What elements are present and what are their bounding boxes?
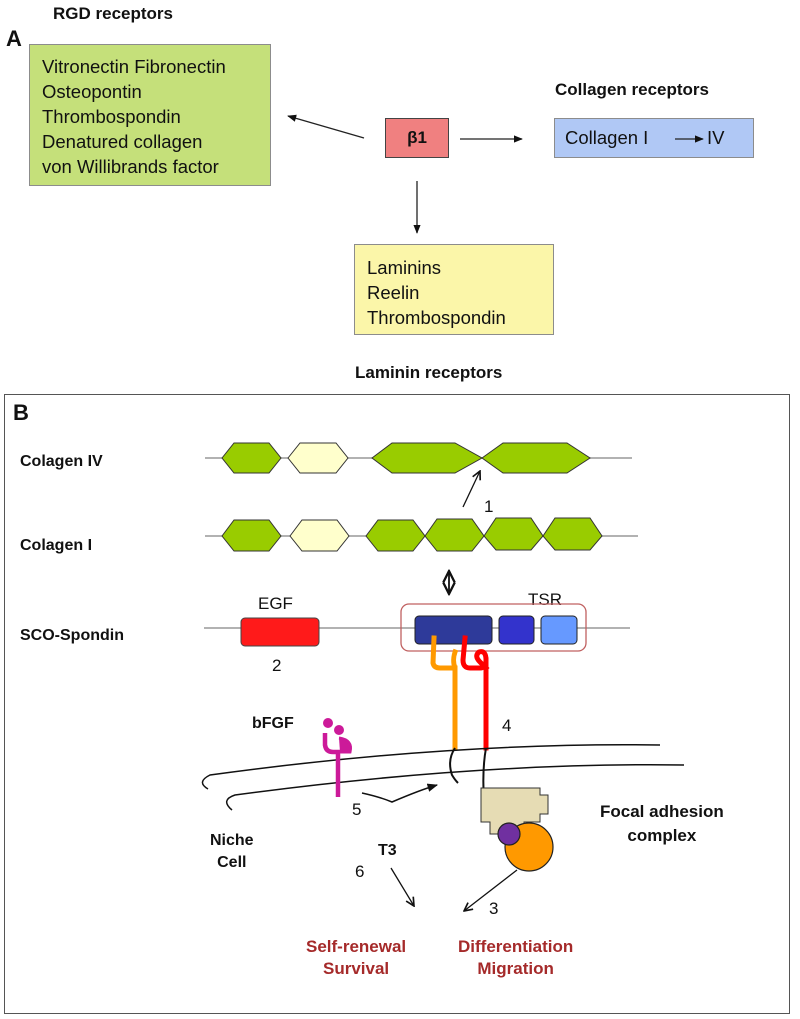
laminin-item: Thrombospondin xyxy=(367,307,506,328)
focal-line: Focal adhesion xyxy=(600,802,724,821)
tsr-domain-dark xyxy=(414,615,493,645)
survival-text: Survival xyxy=(323,959,390,978)
integrin-orange xyxy=(430,635,459,751)
laminin-item: Laminins xyxy=(367,257,442,278)
rgd-item: von Willibrands factor xyxy=(42,156,219,177)
outcome-differentiation: Differentiation Migration xyxy=(458,936,573,980)
egf-label: EGF xyxy=(258,594,293,613)
step-3-arrow xyxy=(464,869,518,911)
panel-a-letter: A xyxy=(6,26,22,51)
collagen-from: Collagen I xyxy=(565,127,649,148)
membrane-outer xyxy=(201,744,661,790)
tsr-domain-light xyxy=(540,615,578,645)
hexagon-domain xyxy=(287,442,349,474)
row-label-sco-spondin: SCO-Spondin xyxy=(20,627,124,644)
hexagon-domain xyxy=(371,442,484,474)
laminin-item: Reelin xyxy=(367,282,420,303)
bfgf-label: bFGF xyxy=(252,715,294,732)
focal-adhesion-plaque xyxy=(480,787,549,835)
fgfr-arm xyxy=(322,733,340,755)
hexagon-domain xyxy=(221,519,282,552)
hexagon-domain xyxy=(289,519,350,552)
focal-adhesion-adaptor xyxy=(497,822,521,846)
niche-line: Niche xyxy=(210,832,254,849)
collagen-to: IV xyxy=(707,127,725,148)
tsr-region-outline xyxy=(400,603,587,652)
rgd-item: Denatured collagen xyxy=(42,131,203,152)
focal-adhesion-label: Focal adhesion complex xyxy=(600,800,724,848)
step-6-arrow xyxy=(390,867,414,906)
complex-line: complex xyxy=(627,826,697,845)
rgd-item: Vitronectin Fibronectin xyxy=(42,56,226,77)
fgf-receptor xyxy=(322,718,352,797)
bfgf-ligand xyxy=(323,718,333,728)
row-label-colagen-i: Colagen I xyxy=(20,537,93,554)
hexagon-domain xyxy=(483,517,544,551)
niche-cell-label: Niche Cell xyxy=(210,830,254,874)
row-label-colagen-iv: Colagen IV xyxy=(20,453,103,470)
hexagon-domain xyxy=(221,442,282,474)
hexagon-domain xyxy=(365,519,426,552)
rgd-receptors-heading: RGD receptors xyxy=(53,4,173,23)
step-5-label: 5 xyxy=(352,800,362,819)
rgd-item: Thrombospondin xyxy=(42,106,181,127)
integrin-red xyxy=(460,635,490,751)
panel-b-frame xyxy=(4,394,790,1014)
panel-b-letter: B xyxy=(13,400,29,425)
self-renewal-text: Self-renewal xyxy=(306,937,407,956)
rgd-receptors-box: Vitronectin Fibronectin Osteopontin Thro… xyxy=(29,44,271,186)
hexagon-domain xyxy=(424,518,485,552)
egf-domain xyxy=(240,617,320,647)
laminin-receptors-box: Laminins Reelin Thrombospondin xyxy=(354,244,554,335)
bfgf-ligand xyxy=(334,725,344,735)
step-2-label: 2 xyxy=(272,656,282,675)
step-1-label: 1 xyxy=(484,497,494,516)
differentiation-text: Differentiation xyxy=(458,937,574,956)
collagen-receptors-box: Collagen I IV xyxy=(554,118,754,158)
membrane-inner xyxy=(226,764,685,811)
collagen-receptors-heading: Collagen receptors xyxy=(555,80,709,99)
arrow-to-rgd xyxy=(287,114,365,139)
step-1-arrow xyxy=(462,471,480,508)
rgd-item: Osteopontin xyxy=(42,81,142,102)
step-5-arrow xyxy=(361,783,439,803)
beta1-label: β1 xyxy=(407,128,427,147)
step-4-label: 4 xyxy=(502,716,512,735)
integrin-orange-tail xyxy=(449,747,459,784)
step-3-label: 3 xyxy=(489,899,499,918)
hexagon-domain xyxy=(481,442,591,474)
cell-line: Cell xyxy=(217,854,247,871)
t3-label: T3 xyxy=(378,842,397,859)
migration-text: Migration xyxy=(477,959,554,978)
outcome-self-renewal: Self-renewal Survival xyxy=(306,936,406,980)
laminin-receptors-heading: Laminin receptors xyxy=(355,363,503,382)
step-6-label: 6 xyxy=(355,862,365,881)
hexagon-domain xyxy=(542,517,603,551)
fgfr-arm xyxy=(338,736,352,754)
tsr-domain-mid xyxy=(498,615,535,645)
beta1-node: β1 xyxy=(385,118,449,158)
